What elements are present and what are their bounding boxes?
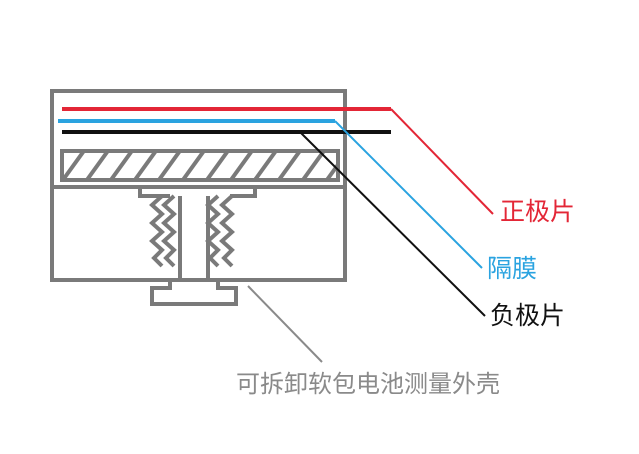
housing-leader xyxy=(247,285,323,363)
spring-mechanism xyxy=(138,188,257,306)
housing-bottom-box xyxy=(50,185,347,282)
negative-plate-label: 负极片 xyxy=(490,301,566,330)
separator-leader xyxy=(334,120,483,269)
pressing-plate xyxy=(60,149,340,182)
housing-label: 可拆卸软包电池测量外壳 xyxy=(236,370,500,398)
negative-leader xyxy=(299,131,486,317)
positive-leader xyxy=(390,108,494,215)
positive-plate-label: 正极片 xyxy=(500,197,576,226)
separator-label: 隔膜 xyxy=(487,254,538,283)
housing-top-box xyxy=(50,89,347,189)
